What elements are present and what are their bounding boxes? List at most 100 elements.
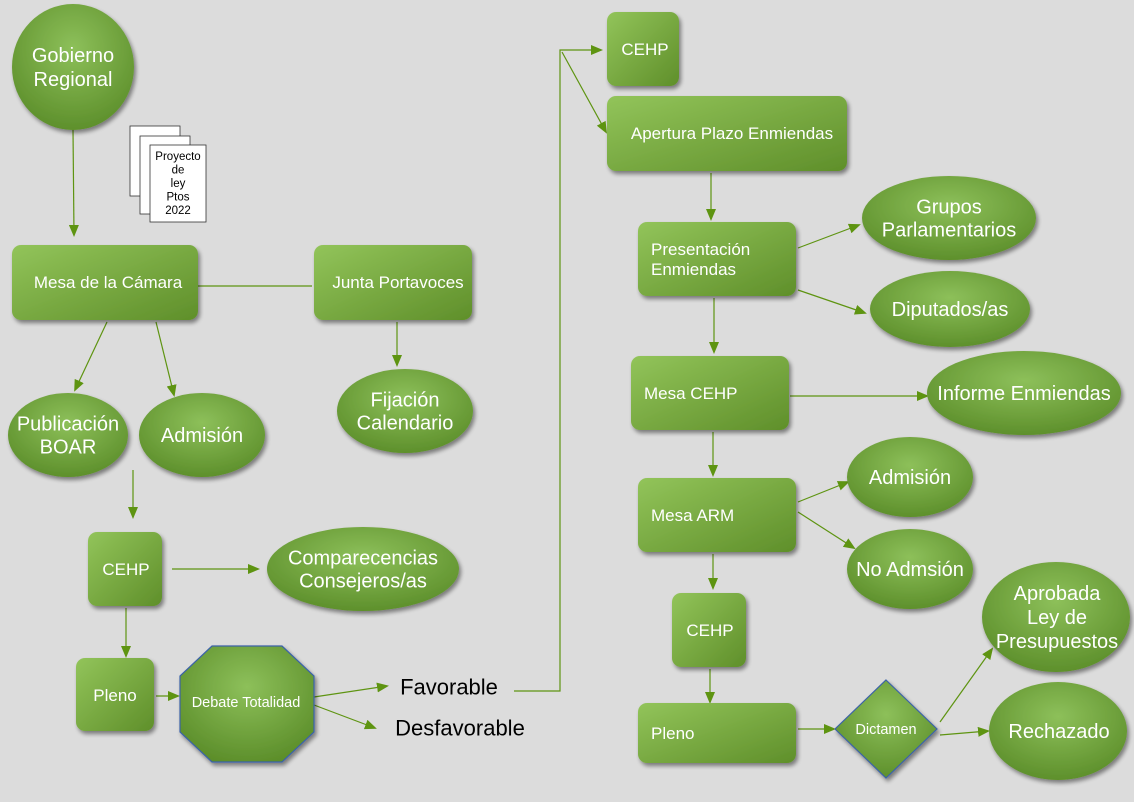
node-rechazado: [989, 682, 1127, 780]
diputados-line: Diputados/as: [892, 299, 1009, 321]
node-no-admision: [847, 529, 973, 609]
document-line: 2022: [165, 205, 191, 217]
dictamen-line: Dictamen: [855, 722, 916, 738]
node-mesa-cehp: [631, 356, 789, 430]
node-informe-enmiendas-label: Informe Enmiendas: [937, 383, 1110, 405]
document-line: Ptos: [166, 192, 189, 204]
node-admision-right: [847, 437, 973, 517]
comparecencias-line: Comparecencias: [288, 548, 438, 570]
node-gobierno-regional: [12, 4, 134, 130]
edges-layer: [68, 45, 994, 737]
grupos-parlamentarios-line: Grupos: [916, 197, 982, 219]
node-debate-totalidad-label: Debate Totalidad: [192, 695, 301, 711]
mesa-camara-line: Mesa de la Cámara: [34, 273, 183, 292]
comparecencias-line: Consejeros/as: [299, 571, 427, 593]
fijacion-calendario-line: Calendario: [357, 413, 454, 435]
edge-mesa-arm-to-no-admision: [797, 511, 856, 550]
node-apertura-plazo: [607, 96, 847, 171]
node-cehp-top: [607, 12, 679, 86]
edge-dictamen-to-rechazado: [939, 726, 990, 737]
node-mesa-arm: [638, 478, 796, 552]
publicacion-boar-line: BOAR: [40, 437, 97, 459]
node-admision-right-label: Admisión: [869, 467, 951, 489]
node-junta-portavoces: [314, 245, 472, 320]
edge-gobierno-regional-to-mesa-camara: [68, 129, 79, 237]
node-grupos-parlamentarios: [862, 176, 1036, 260]
node-comparecencias: [267, 527, 459, 611]
presentacion-enmiendas-line: Presentación: [651, 240, 750, 259]
node-mesa-camara-label: Mesa de la Cámara: [34, 273, 183, 292]
favorable-line: Favorable: [400, 675, 498, 700]
admision-left-line: Admisión: [161, 425, 243, 447]
pleno-right-line: Pleno: [651, 724, 694, 743]
node-apertura-plazo-label: Apertura Plazo Enmiendas: [631, 124, 833, 143]
aprobada-line: Presupuestos: [996, 631, 1118, 653]
admision-right-line: Admisión: [869, 467, 951, 489]
edge-mesa-camara-to-admision-left: [155, 321, 177, 397]
node-dictamen-label: Dictamen: [855, 722, 916, 738]
presentacion-enmiendas-line: Enmiendas: [651, 260, 736, 279]
edge-presentacion-enmiendas-to-diputados: [797, 289, 867, 315]
node-cehp-left-label: CEHP: [102, 560, 149, 579]
pleno-left-line: Pleno: [93, 686, 136, 705]
node-cehp-left: [88, 532, 162, 606]
mesa-cehp-line: Mesa CEHP: [644, 384, 738, 403]
node-rechazado-label: Rechazado: [1008, 721, 1109, 743]
node-aprobada: [982, 562, 1130, 672]
document-line: de: [172, 165, 185, 177]
document-line: ley: [171, 178, 186, 190]
gobierno-regional-line: Gobierno: [32, 45, 114, 67]
cehp-left-line: CEHP: [102, 560, 149, 579]
junta-portavoces-line: Junta Portavoces: [332, 273, 463, 292]
node-mesa-camara: [12, 245, 198, 320]
document-line: Proyecto: [155, 151, 200, 163]
aprobada-line: Aprobada: [1014, 583, 1102, 605]
node-publicacion-boar: [8, 393, 128, 477]
node-cehp-bottom-label: CEHP: [686, 621, 733, 640]
node-diputados-label: Diputados/as: [892, 299, 1009, 321]
edge-debate-totalidad-to-desfavorable: [313, 704, 377, 730]
node-pleno-right: [638, 703, 796, 763]
node-junta-portavoces-label: Junta Portavoces: [332, 273, 463, 292]
edge-favorable-to-apertura-plazo: [561, 51, 607, 134]
node-dictamen: [834, 679, 938, 779]
node-diputados: [870, 271, 1030, 347]
publicacion-boar-line: Publicación: [17, 414, 119, 436]
mesa-arm-line: Mesa ARM: [651, 506, 734, 525]
outcome-favorable: Favorable: [400, 675, 498, 700]
edge-debate-totalidad-to-favorable: [313, 682, 389, 698]
node-pleno-left: [76, 658, 154, 731]
outcome-desfavorable: Desfavorable: [395, 716, 525, 741]
node-no-admision-label: No Admsión: [856, 559, 964, 581]
edge-presentacion-enmiendas-to-grupos-parlamentarios: [797, 223, 861, 249]
edge-favorable-to-cehp-top: [514, 45, 603, 692]
no-admision-line: No Admsión: [856, 559, 964, 581]
cehp-bottom-line: CEHP: [686, 621, 733, 640]
node-mesa-cehp-label: Mesa CEHP: [644, 384, 738, 403]
informe-enmiendas-line: Informe Enmiendas: [937, 383, 1110, 405]
cehp-top-line: CEHP: [621, 40, 668, 59]
node-debate-totalidad: [179, 645, 315, 763]
rechazado-line: Rechazado: [1008, 721, 1109, 743]
aprobada-line: Ley de: [1027, 607, 1087, 629]
debate-totalidad-line: Debate Totalidad: [192, 695, 301, 711]
gobierno-regional-line: Regional: [34, 69, 113, 91]
apertura-plazo-line: Apertura Plazo Enmiendas: [631, 124, 833, 143]
node-pleno-left-label: Pleno: [93, 686, 136, 705]
node-cehp-bottom: [672, 593, 746, 667]
node-admision-left: [139, 393, 265, 477]
grupos-parlamentarios-line: Parlamentarios: [882, 220, 1017, 242]
node-fijacion-calendario: [337, 369, 473, 453]
edge-mesa-camara-to-publicacion-boar: [74, 321, 108, 392]
node-cehp-top-label: CEHP: [621, 40, 668, 59]
